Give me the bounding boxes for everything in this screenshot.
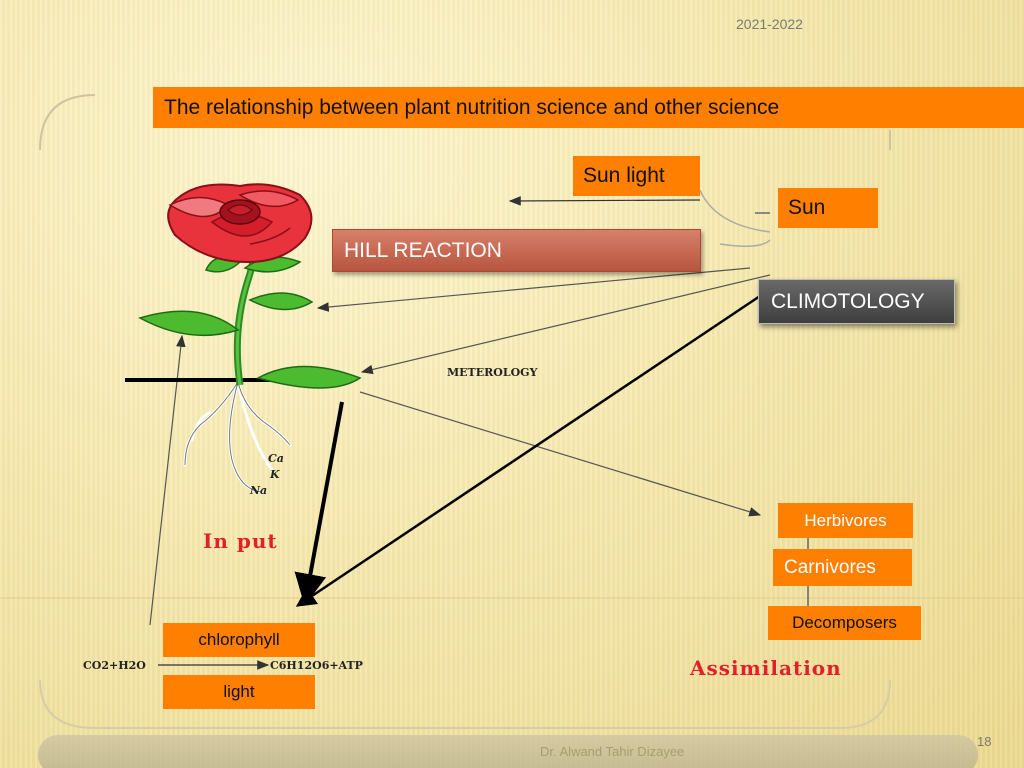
footer-author: Dr. Alwand Tahir Dizayee xyxy=(540,744,685,759)
year-label: 2021-2022 xyxy=(736,16,803,32)
herbivores-label: Herbivores xyxy=(778,503,913,538)
arrow-plant-down xyxy=(294,401,344,606)
hill-reaction-label: HILL REACTION xyxy=(332,229,701,272)
chlorophyll-label: chlorophyll xyxy=(163,623,315,657)
carnivores-label: Carnivores xyxy=(773,549,912,586)
slide-title: The relationship between plant nutrition… xyxy=(153,87,1024,128)
arrow-climotology-to-input xyxy=(295,294,761,607)
arrow-sun-to-leaf xyxy=(316,267,751,312)
input-label: In put xyxy=(203,529,278,553)
sun-label: Sun xyxy=(778,188,878,228)
meterology-label: METEROLOGY xyxy=(447,366,538,379)
frame-curve-bottom xyxy=(39,679,891,729)
ion-potassium: K xyxy=(270,468,280,481)
arrow-sun-to-plant xyxy=(360,274,771,375)
arrow-plant-to-herbivores xyxy=(359,391,762,517)
decomposers-label: Decomposers xyxy=(768,606,921,640)
sun-ray-2 xyxy=(508,196,701,206)
equation-reactants: CO2+H2O xyxy=(83,659,146,672)
arrow-up-to-leaf xyxy=(149,334,186,626)
rose-flower xyxy=(167,183,313,264)
light-label: light xyxy=(163,675,315,709)
footer-bar xyxy=(38,735,978,768)
assimilation-label: Assimilation xyxy=(690,656,842,680)
sun-light-label: Sun light xyxy=(573,156,700,196)
sun-ray-3 xyxy=(719,239,771,247)
equation-products: C6H12O6+ATP xyxy=(270,659,363,672)
climotology-label: CLIMOTOLOGY xyxy=(758,279,955,324)
ion-calcium: Ca xyxy=(268,452,284,465)
plant-leaves xyxy=(138,256,362,389)
sun-ray-1 xyxy=(699,189,771,233)
frame-curve-top xyxy=(39,94,96,151)
page-number: 18 xyxy=(977,734,992,749)
ion-sodium: Na xyxy=(250,484,268,497)
